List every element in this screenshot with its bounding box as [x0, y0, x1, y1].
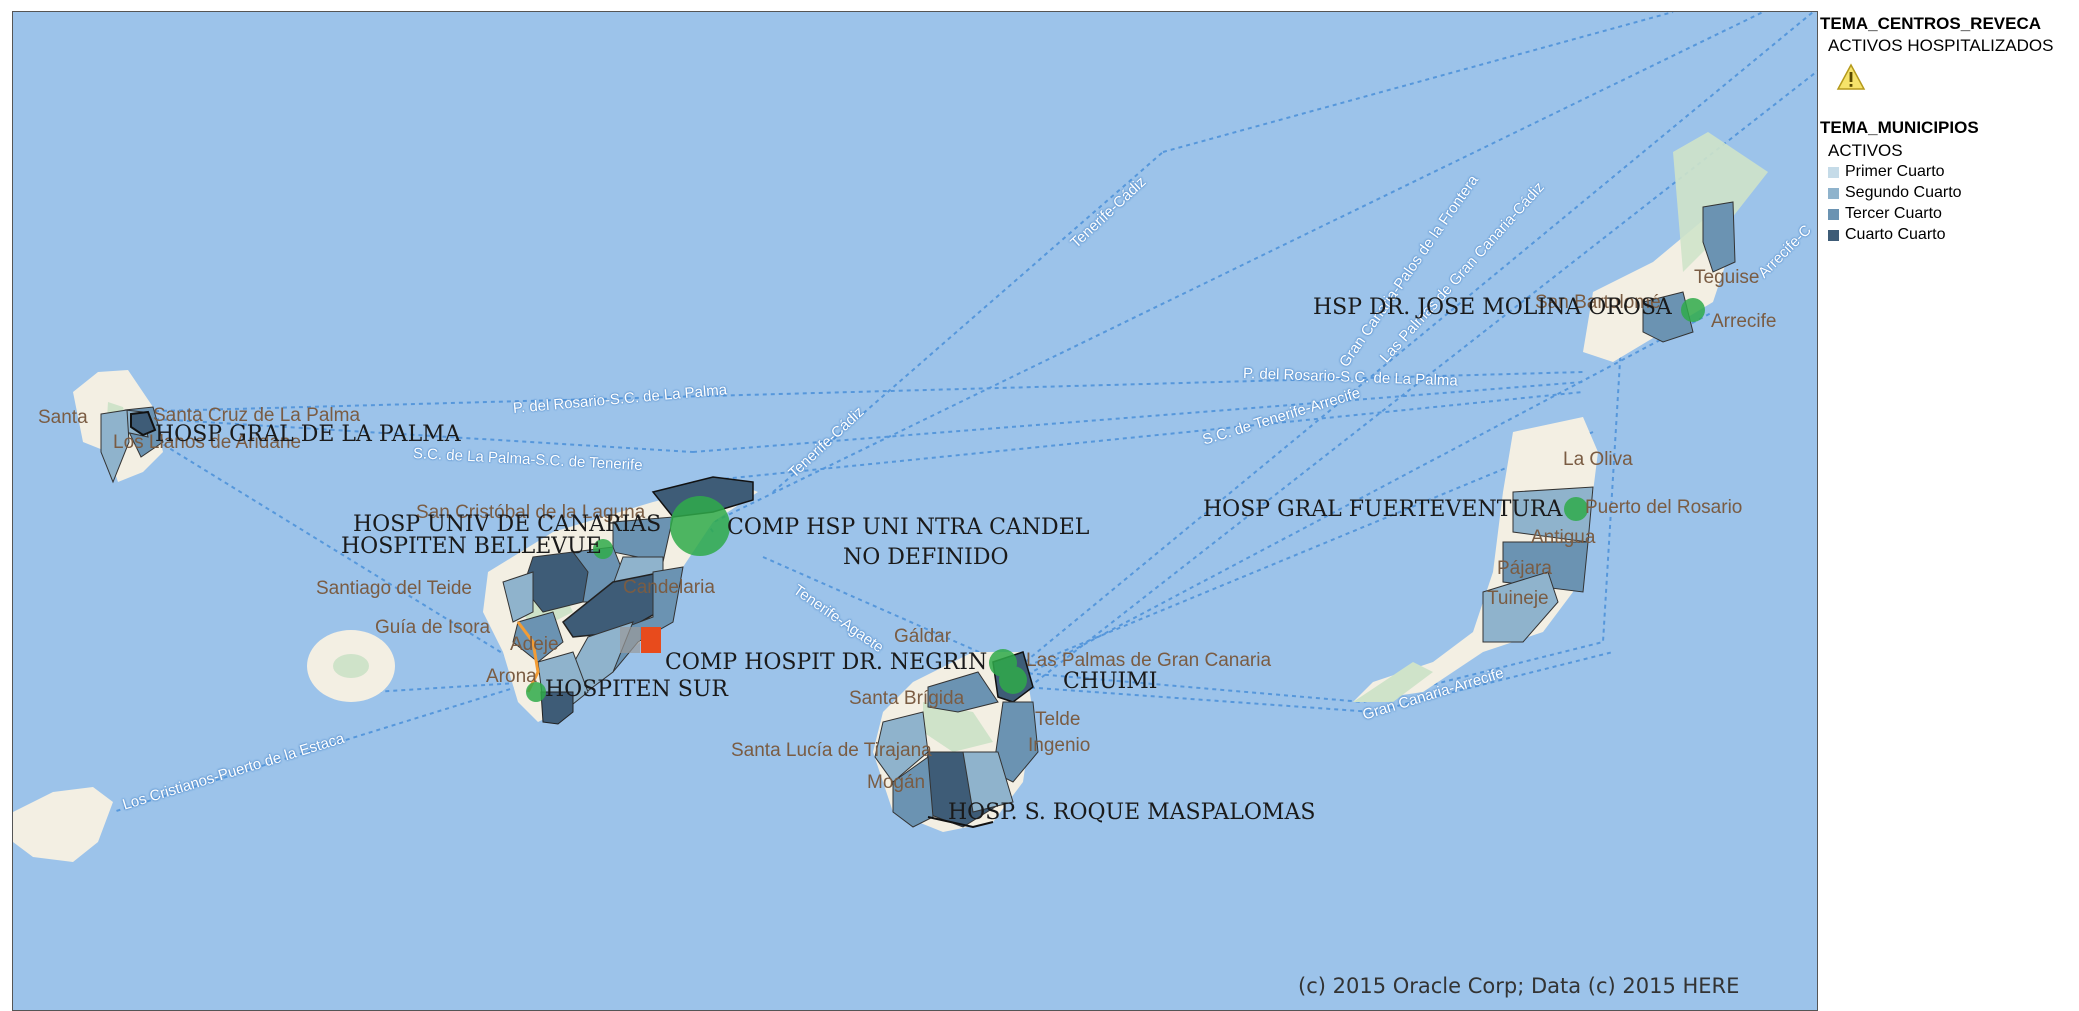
municipio [927, 671, 999, 713]
hospital-label[interactable]: HSP DR. JOSE MOLINA OROSA [1313, 295, 1672, 320]
municipio [874, 711, 929, 783]
municipio [540, 691, 574, 725]
legend-swatch [1828, 187, 1839, 199]
municipio [1642, 291, 1694, 343]
place-label: Telde [1035, 709, 1081, 730]
hospital-label[interactable]: HOSPITEN SUR [545, 677, 728, 702]
municipio [1482, 571, 1559, 643]
municipio [962, 751, 1014, 813]
hospital-label[interactable]: HOSPITEN BELLEVUE [341, 534, 602, 559]
legend-layer-subtitle: ACTIVOS [1828, 141, 1903, 160]
place-label: Santa [38, 407, 88, 428]
hospital-markers [526, 298, 1705, 702]
municipio [130, 410, 157, 437]
legend-item: Primer Cuarto [1828, 163, 1945, 181]
municipio [512, 611, 564, 663]
place-label: Antigua [1531, 527, 1596, 548]
legend-layer-title: TEMA_MUNICIPIOS [1820, 118, 1979, 137]
place-label: Santiago del Teide [316, 578, 472, 599]
place-label: Santa Lucía de Tirajana [731, 740, 932, 761]
legend-panel: TEMA_CENTROS_REVECA ACTIVOS HOSPITALIZAD… [1818, 11, 2076, 1009]
no-definido-marker [641, 627, 661, 653]
place-label: San Bartolomé [1535, 292, 1661, 313]
hospital-label[interactable]: COMP HSP UNI NTRA CANDEL [727, 515, 1090, 540]
place-label: La Oliva [1563, 449, 1633, 470]
place-label: Los Llanos de Aridane [113, 432, 302, 453]
place-label: San Cristóbal de la Laguna [416, 502, 646, 523]
place-label: Arona [486, 666, 537, 687]
legend-item: Segundo Cuarto [1828, 184, 1962, 202]
hospital-label[interactable]: HOSP UNIV DE CANARIAS [353, 512, 662, 537]
legend-item-label: Primer Cuarto [1845, 163, 1945, 180]
hospital-label[interactable]: HOSP GRAL DE LA PALMA [155, 422, 461, 447]
legend-swatch [1828, 166, 1839, 178]
map-view[interactable]: Santa Santa Cruz de La Palma Los Llanos … [12, 11, 1818, 1011]
legend-swatch [1828, 208, 1839, 220]
place-label: Santa Brígida [849, 688, 965, 709]
place-label: Guía de Isora [375, 617, 491, 638]
place-label: Adeje [510, 634, 559, 655]
legend-swatch [1828, 229, 1839, 241]
map-copyright: (c) 2015 Oracle Corp; Data (c) 2015 HERE [1298, 974, 1740, 998]
place-label: Teguise [1694, 267, 1760, 288]
place-label: Candelaria [623, 577, 715, 598]
place-label: Las Palmas de Gran Canaria [1026, 650, 1272, 671]
place-label: Arrecife [1711, 311, 1777, 332]
ferry-routes [112, 12, 1817, 813]
island-el-hierro [13, 787, 113, 862]
legend-layer-subtitle: ACTIVOS HOSPITALIZADOS [1828, 36, 2054, 55]
place-label: Ingenio [1028, 735, 1091, 756]
hospital-label[interactable]: NO DEFINIDO [843, 545, 1009, 570]
place-label: Puerto del Rosario [1585, 497, 1743, 518]
municipio [502, 571, 534, 623]
municipio [892, 756, 934, 828]
hospital-label[interactable]: COMP HOSPIT DR. NEGRIN [665, 650, 988, 675]
hospital-label[interactable]: HOSP. S. ROQUE MASPALOMAS [948, 800, 1316, 825]
legend-item-label: Tercer Cuarto [1845, 205, 1942, 222]
legend-item-label: Segundo Cuarto [1845, 184, 1962, 201]
place-label: Gáldar [894, 626, 952, 647]
place-label: Pájara [1497, 558, 1552, 579]
place-label: Santa Cruz de La Palma [153, 405, 361, 426]
legend-item-label: Cuarto Cuarto [1845, 226, 1946, 243]
municipio [1702, 201, 1736, 273]
warning-icon [1836, 63, 1866, 96]
map-canvas [13, 12, 1817, 1010]
place-label: Tuineje [1487, 588, 1549, 609]
municipio [100, 409, 130, 484]
hospital-label[interactable]: HOSP GRAL FUERTEVENTURA [1203, 497, 1563, 522]
legend-item: Tercer Cuarto [1828, 205, 1942, 223]
legend-layer-title: TEMA_CENTROS_REVECA [1820, 14, 2042, 33]
place-label: Mogán [867, 772, 926, 793]
hospital-label[interactable]: CHUIMI [1063, 669, 1158, 694]
island-fuerteventura [1353, 417, 1598, 702]
legend-item: Cuarto Cuarto [1828, 226, 1946, 244]
